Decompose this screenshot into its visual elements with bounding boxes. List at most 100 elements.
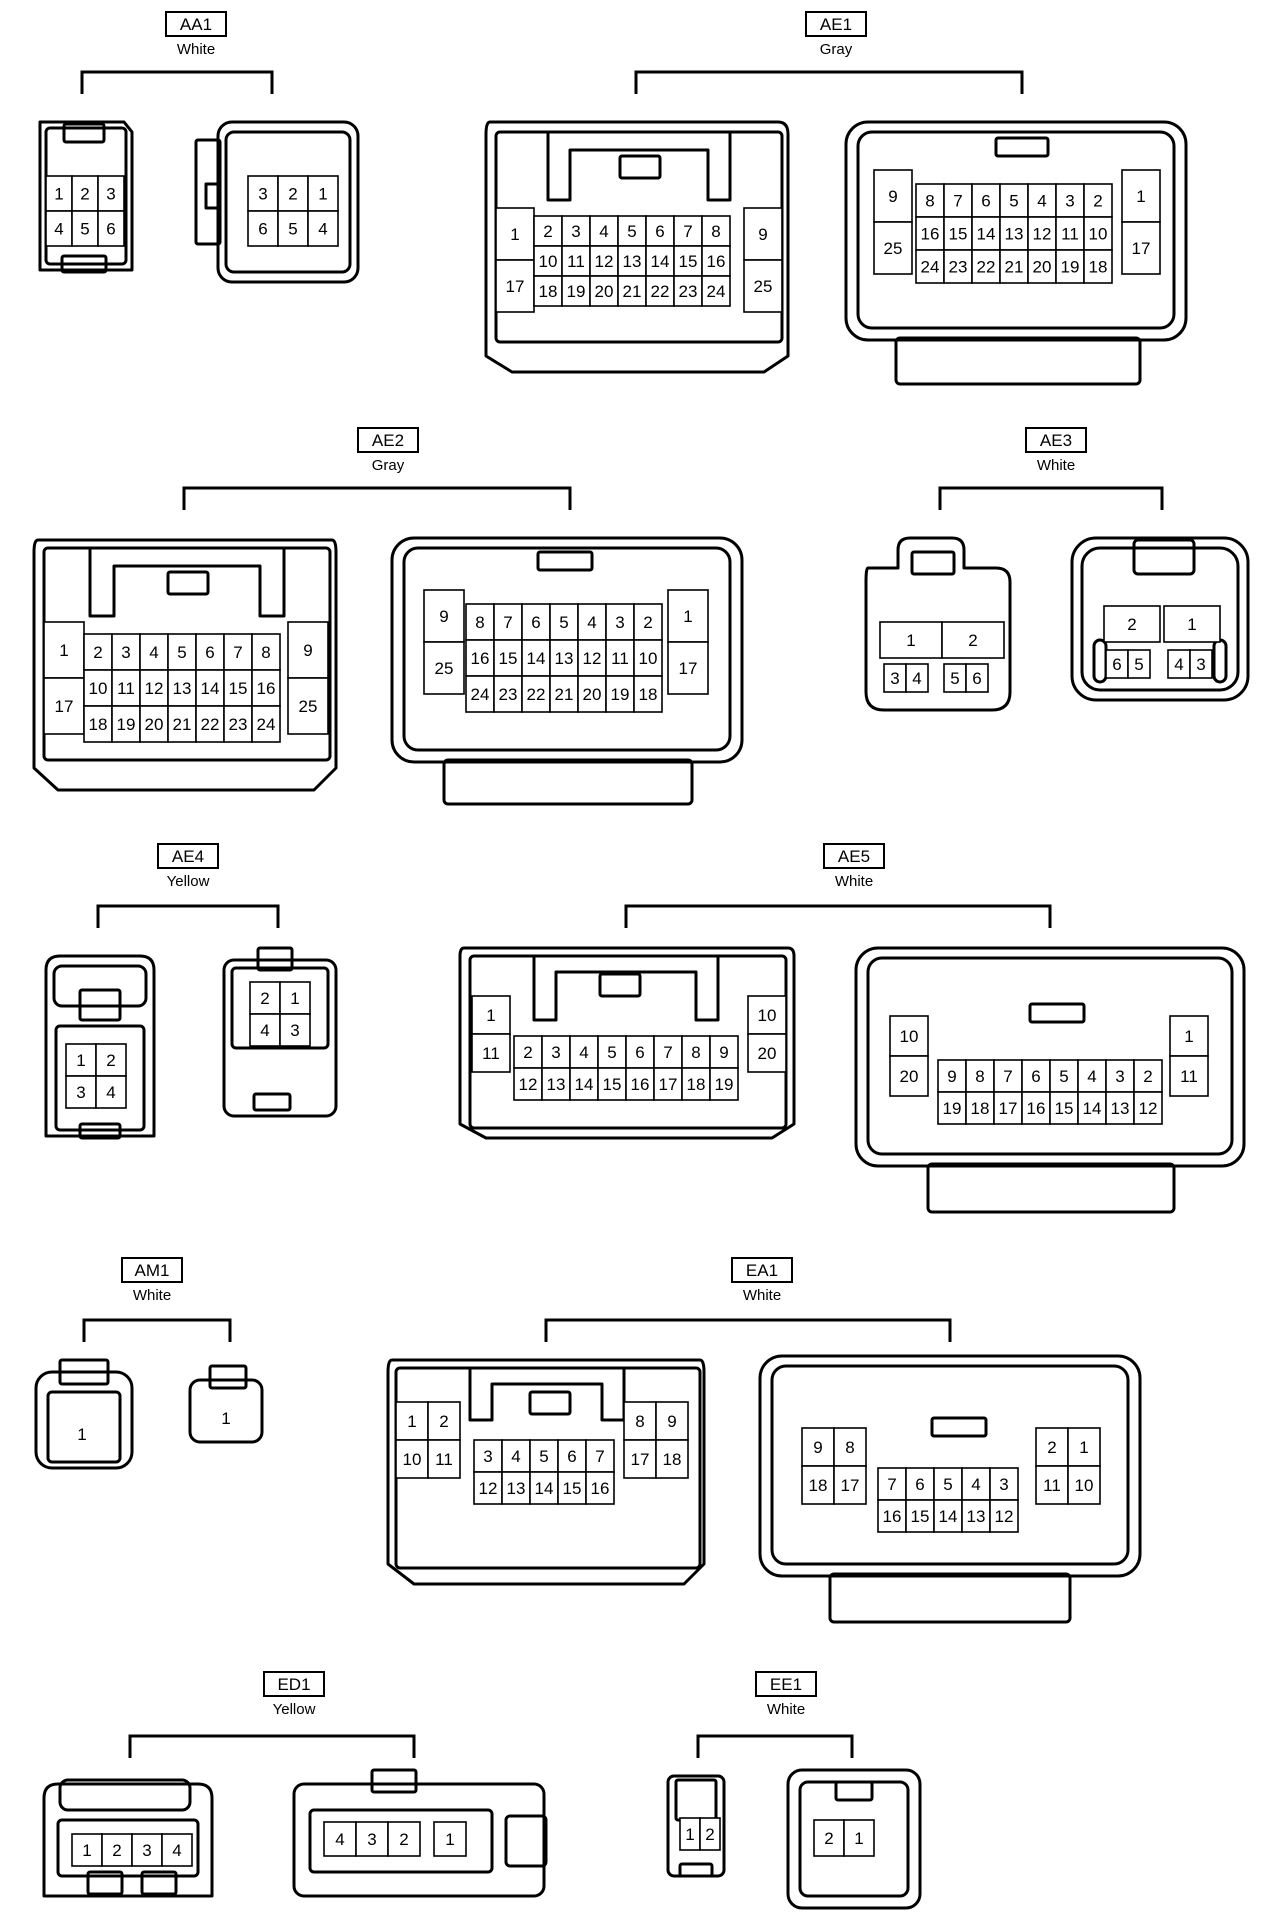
pin-number: 3 — [999, 1475, 1008, 1494]
pin-number: 3 — [76, 1083, 85, 1102]
latch — [208, 1364, 248, 1390]
pin-number: 1 — [510, 225, 519, 244]
housing-outline — [230, 966, 330, 1050]
pin-number: 11 — [117, 679, 135, 698]
pin-number: 6 — [567, 1447, 576, 1466]
pin-cavity — [1103, 605, 1161, 643]
pin-number: 1 — [445, 1830, 454, 1849]
pin-number: 7 — [595, 1447, 604, 1466]
connector-labels: AA1WhiteAE1GrayAE2GrayAE3WhiteAE4YellowA… — [80, 11, 1164, 1758]
pin-cavity — [1055, 183, 1085, 218]
pin-number: 13 — [1111, 1099, 1130, 1118]
connector-color: White — [177, 41, 215, 58]
pin-number: 1 — [685, 1825, 694, 1844]
pin-cavity — [633, 675, 663, 713]
lock-tab — [252, 1092, 292, 1112]
pin-number: 13 — [623, 252, 642, 271]
connector-id: AE1 — [820, 15, 852, 34]
pin-cavity — [1169, 1055, 1209, 1097]
pin-number: 1 — [1136, 187, 1145, 206]
pin-number: 16 — [591, 1479, 610, 1498]
connector-id: AE5 — [838, 847, 870, 866]
pin-number: 15 — [1055, 1099, 1074, 1118]
pin-cavity — [1067, 1465, 1101, 1505]
side-latch — [504, 1814, 548, 1868]
connector-id-box — [731, 1257, 793, 1283]
pin-cavity — [95, 1075, 127, 1109]
pin-cavity — [395, 1439, 429, 1479]
pin-number: 3 — [483, 1447, 492, 1466]
housing-outline — [88, 548, 286, 618]
lock-tab — [78, 1122, 122, 1140]
pin-cavity — [307, 175, 339, 212]
pin-cavity — [501, 1439, 531, 1473]
pin-number: 2 — [824, 1829, 833, 1848]
pin-cavity — [873, 221, 913, 275]
connector-id-box — [755, 1671, 817, 1697]
connector-bracket — [544, 1318, 952, 1342]
connector-id-box — [823, 843, 885, 869]
pin-number: 14 — [651, 252, 670, 271]
pin-number: 12 — [583, 649, 602, 668]
pin-cavity — [161, 1833, 193, 1867]
pin-number: 18 — [89, 715, 108, 734]
pin-number: 2 — [643, 613, 652, 632]
pin-number: 12 — [145, 679, 164, 698]
pin-cavity — [1035, 1465, 1069, 1505]
pin-number: 11 — [482, 1044, 500, 1063]
latch — [536, 550, 594, 572]
pin-number: 5 — [80, 220, 89, 239]
connector-color: Yellow — [167, 873, 210, 890]
pin-cavity — [473, 1471, 503, 1505]
pin-number: 4 — [172, 1841, 181, 1860]
retainer — [1212, 638, 1228, 684]
pin-number: 23 — [229, 715, 248, 734]
pin-number: 20 — [583, 685, 602, 704]
pin-cavity — [709, 1035, 739, 1069]
connector-id-box — [357, 427, 419, 453]
latch — [370, 1768, 418, 1794]
pin-number: 5 — [1009, 192, 1018, 211]
ae4-left-housing — [44, 954, 156, 1138]
pin-number: 2 — [106, 1051, 115, 1070]
pin-number: 5 — [607, 1043, 616, 1062]
housing-outline — [770, 1364, 1130, 1566]
pin-number: 19 — [567, 282, 586, 301]
connector-color: White — [743, 1287, 781, 1304]
pin-cavity — [427, 1401, 461, 1441]
pin-number: 13 — [555, 649, 574, 668]
pin-number: 2 — [288, 185, 297, 204]
am1-left-housing — [34, 1370, 134, 1470]
lock-tab — [86, 1870, 124, 1896]
pin-number: 10 — [758, 1006, 777, 1025]
pin-cavity — [833, 1427, 867, 1467]
pin-number: 2 — [399, 1830, 408, 1849]
pin-number: 6 — [635, 1043, 644, 1062]
pin-number: 15 — [499, 649, 518, 668]
pin-cavity — [167, 705, 197, 743]
pin-number: 2 — [439, 1412, 448, 1431]
pin-number: 8 — [925, 192, 934, 211]
pin-number: 1 — [54, 185, 63, 204]
pin-number: 19 — [715, 1075, 734, 1094]
pin-cavity — [471, 995, 511, 1035]
pin-number: 4 — [511, 1447, 520, 1466]
pin-number: 15 — [911, 1507, 930, 1526]
pin-cavity — [111, 705, 141, 743]
pin-number: 18 — [809, 1476, 828, 1495]
pin-number: 5 — [177, 643, 186, 662]
pin-number: 3 — [258, 185, 267, 204]
pin-number: 17 — [841, 1476, 860, 1495]
pin-cavity — [45, 175, 73, 212]
latch-cover — [58, 1778, 192, 1812]
pin-cavity — [941, 621, 1005, 659]
pin-cavity — [589, 215, 619, 247]
connector-color: White — [1037, 457, 1075, 474]
pin-number: 12 — [1139, 1099, 1158, 1118]
pin-number: 21 — [623, 282, 642, 301]
pin-number: 15 — [949, 225, 968, 244]
pin-cavity — [83, 633, 113, 671]
latch — [910, 550, 956, 576]
ae5-right-housing — [854, 946, 1246, 1168]
housing-outline — [46, 1390, 122, 1464]
